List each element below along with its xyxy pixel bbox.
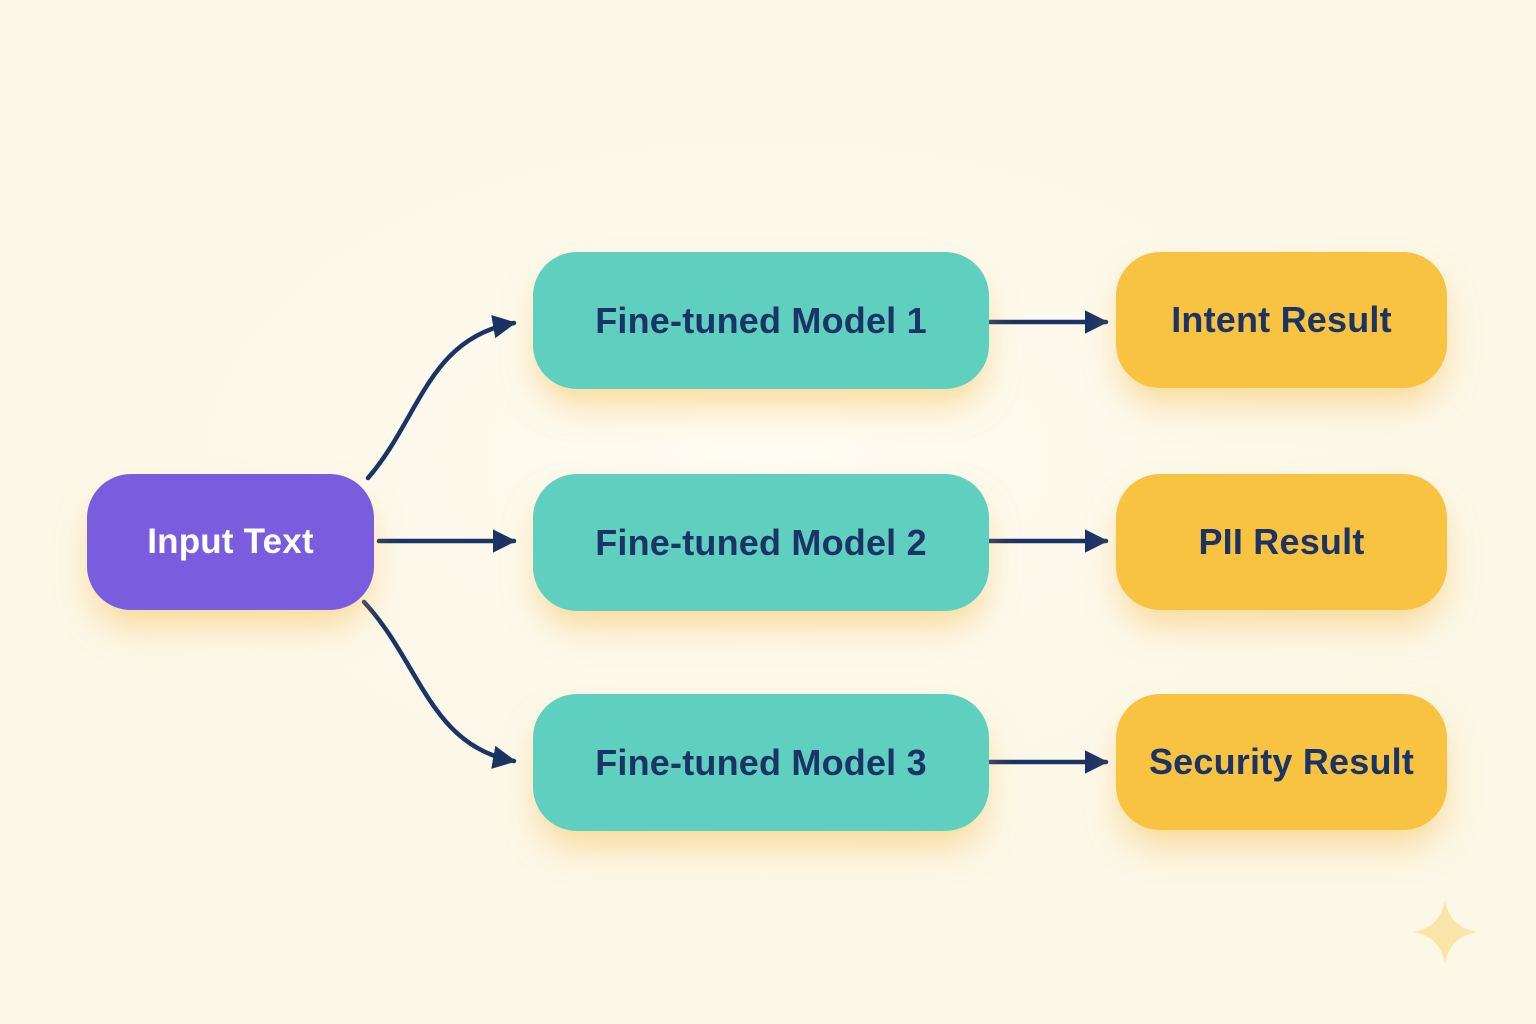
node-pii-result-label: PII Result [1198, 521, 1365, 562]
node-fine-tuned-model-1-label: Fine-tuned Model 1 [595, 299, 927, 341]
node-fine-tuned-model-2: Fine-tuned Model 2 [533, 474, 989, 611]
node-fine-tuned-model-1: Fine-tuned Model 1 [533, 252, 989, 389]
node-input-text: Input Text [87, 474, 374, 610]
node-pii-result: PII Result [1116, 474, 1447, 610]
node-fine-tuned-model-3: Fine-tuned Model 3 [533, 694, 989, 831]
node-input-text-label: Input Text [147, 522, 314, 561]
edge-input-to-model1 [365, 315, 517, 481]
node-intent-result-label: Intent Result [1171, 299, 1392, 340]
node-security-result-label: Security Result [1148, 741, 1415, 782]
node-fine-tuned-model-3-label: Fine-tuned Model 3 [595, 741, 927, 783]
node-fine-tuned-model-2-label: Fine-tuned Model 2 [595, 521, 927, 563]
node-intent-result: Intent Result [1116, 252, 1447, 388]
sparkle-icon [1413, 900, 1477, 964]
edge-input-to-model3 [361, 599, 517, 769]
node-security-result: Security Result [1116, 694, 1447, 830]
